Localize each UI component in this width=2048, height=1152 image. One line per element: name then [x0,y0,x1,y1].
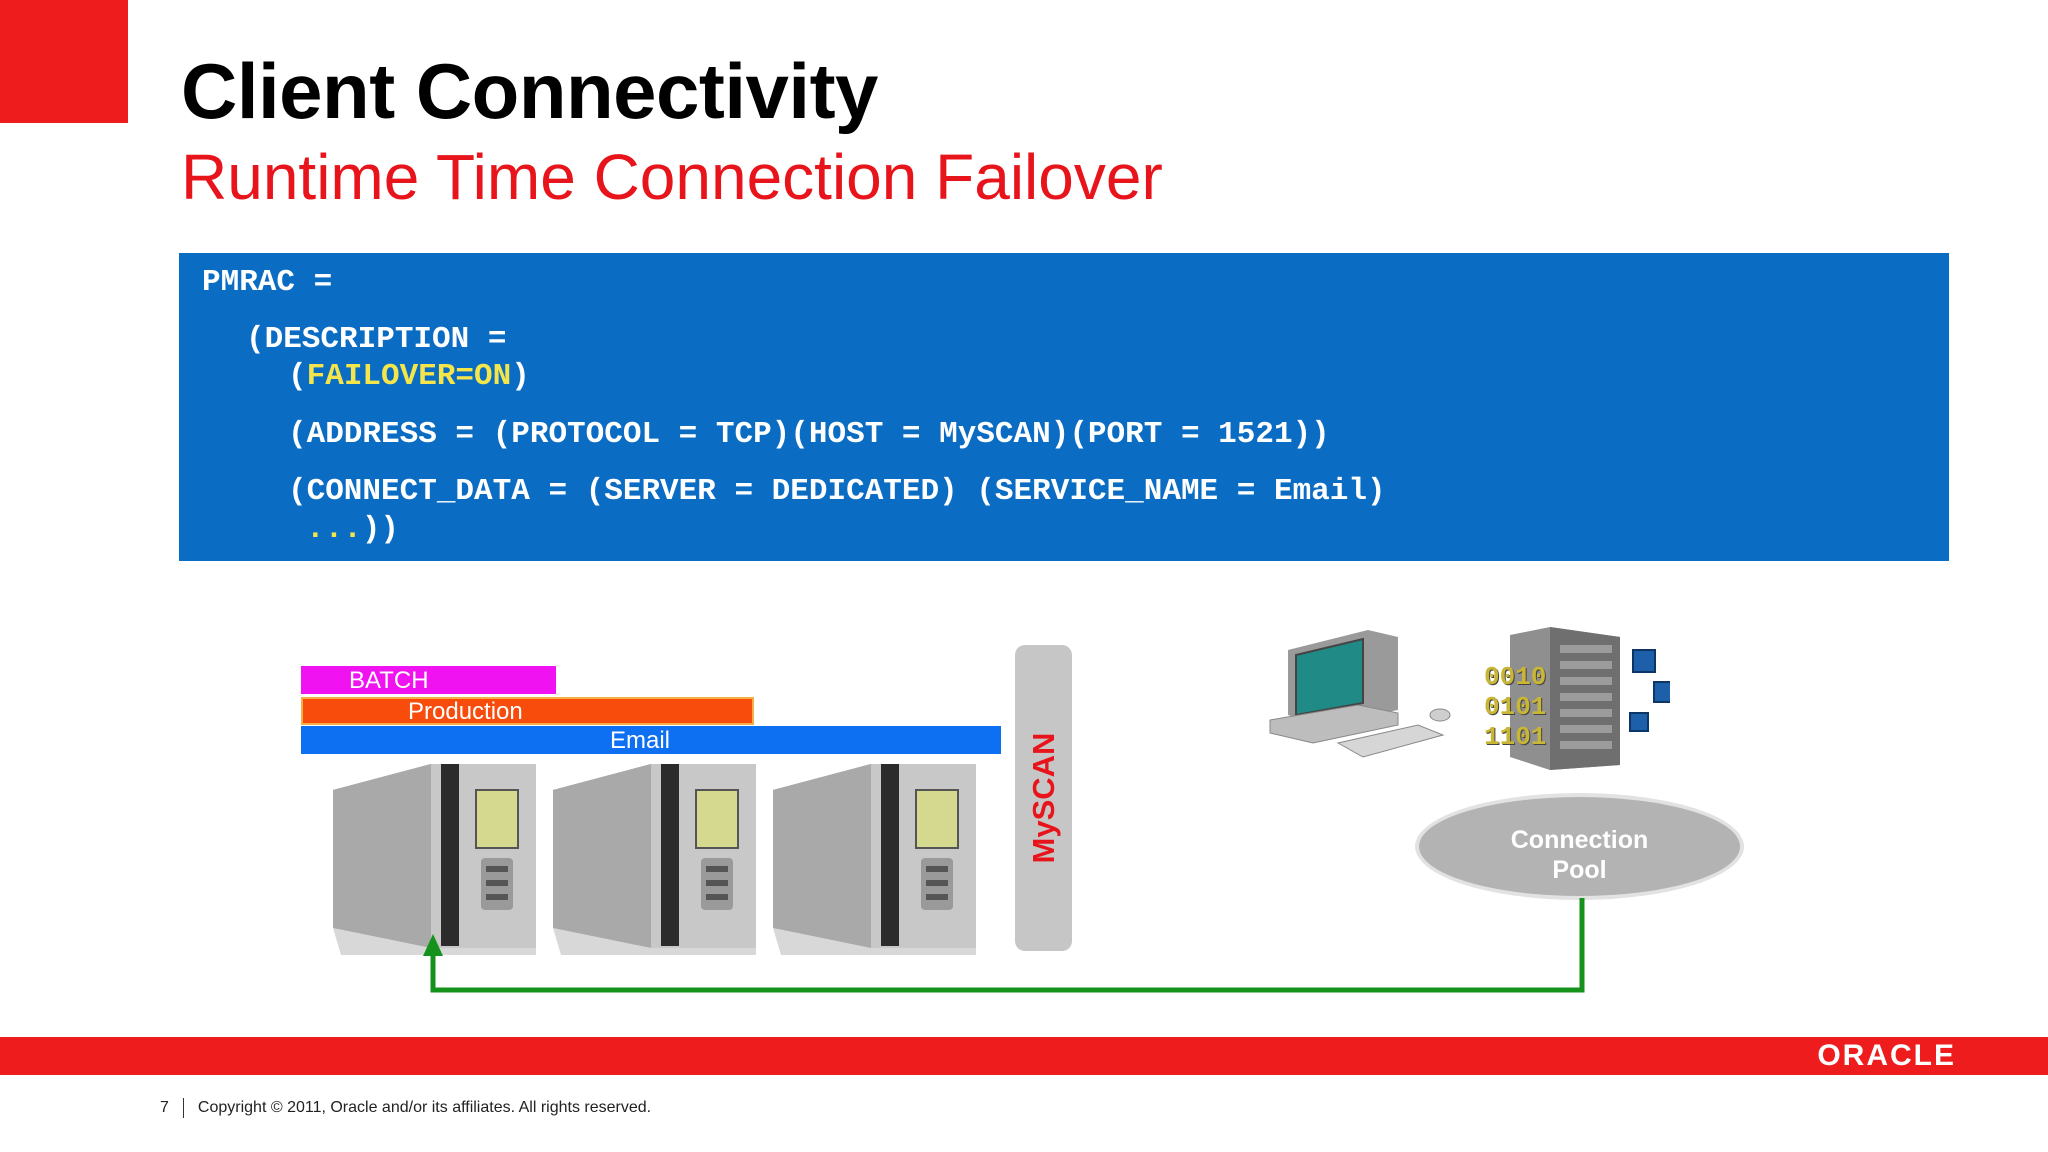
server-node-3 [773,764,976,955]
service-label-production: Production [408,698,523,725]
slide-title: Client Connectivity [181,47,878,135]
code-paren-open: ( [288,359,307,394]
footer-band [0,1037,2048,1075]
code-line-1: PMRAC = [202,265,333,300]
ellipsis-highlight: ... [306,512,362,547]
binary-line-3: 1101 [1484,722,1547,752]
code-close-parens: )) [361,512,400,547]
corner-accent [0,0,128,123]
page-number: 7 [160,1099,169,1117]
service-bar-production: Production [301,697,754,725]
server-node-1 [333,764,536,955]
code-line-2: (DESCRIPTION = [246,322,507,357]
slide-subtitle: Runtime Time Connection Failover [181,141,1163,213]
code-line-6: ...)) [306,514,399,545]
copyright-text: Copyright © 2011, Oracle and/or its affi… [197,1099,652,1117]
app-server-icon [1510,627,1670,770]
footer-divider [182,1098,184,1118]
binary-line-2: 0101 [1484,692,1547,722]
binary-line-1: 0010 [1484,662,1547,692]
code-line-4: (ADDRESS = (PROTOCOL = TCP)(HOST = MySCA… [288,417,1330,452]
slide-footer: 7 Copyright © 2011, Oracle and/or its aff… [160,1098,651,1118]
pool-label-line-2: Pool [1552,856,1607,884]
server-node-2 [553,764,756,955]
scan-listener: MySCAN [1015,645,1072,951]
service-label-email: Email [610,727,671,754]
pool-label-line-1: Connection [1510,826,1649,854]
code-block: PMRAC = (DESCRIPTION = (FAILOVER=ON) (AD… [179,253,1949,561]
client-computer-icon [1269,630,1451,758]
code-line-3: (FAILOVER=ON) [288,361,530,392]
service-bar-batch: BATCH [301,666,556,694]
oracle-logo: ORACLE [1817,1039,1956,1072]
service-label-batch: BATCH [349,667,429,694]
code-line-5: (CONNECT_DATA = (SERVER = DEDICATED) (SE… [288,474,1386,509]
connection-pool: Connection Pool [1415,793,1744,900]
service-bar-email: Email [301,726,1001,754]
failover-highlight: FAILOVER=ON [306,359,512,394]
code-paren-close: ) [511,359,530,394]
binary-data-graphic: 0010 0101 1101 [1484,662,1546,752]
scan-label: MySCAN [1025,732,1061,864]
